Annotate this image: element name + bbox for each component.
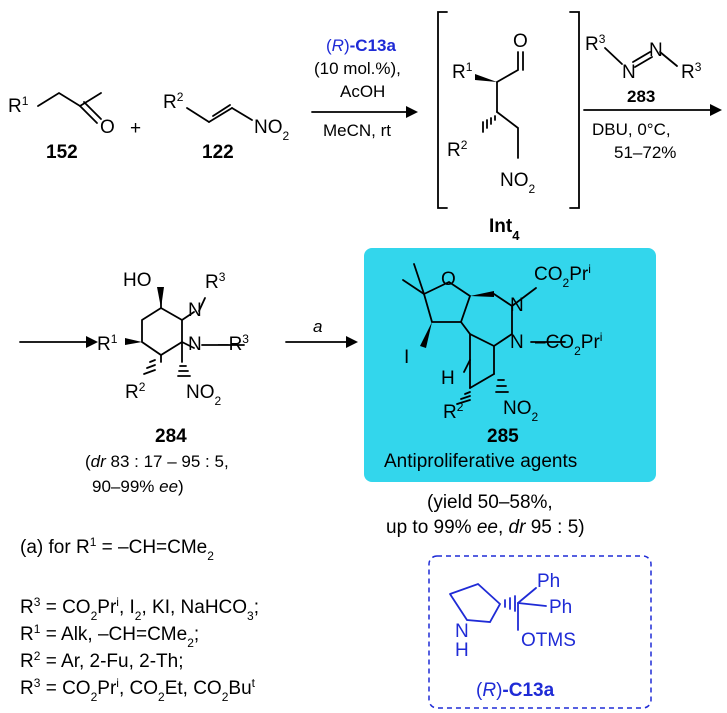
hydroxyl-label: HO xyxy=(123,270,152,291)
compound-id-int4: Int4 xyxy=(489,216,520,243)
nitro-label: NO2 xyxy=(254,117,290,143)
nitro-label: NO2 xyxy=(503,398,539,424)
plus-sign: + xyxy=(130,118,141,139)
r3-right: –R3 xyxy=(218,332,249,355)
compound-id-283: 283 xyxy=(627,87,655,106)
r3-top: R3 xyxy=(205,270,226,293)
yield-285: (yield 50–58%, up to 99% ee, dr 95 : 5) xyxy=(386,492,585,538)
dr-range: (dr 83 : 17 – 95 : 5, xyxy=(85,452,229,471)
co2pr-right: –CO2Pri xyxy=(535,330,602,358)
highlight-box xyxy=(364,248,656,482)
ring-n1: N xyxy=(510,295,524,316)
step-a-label: a xyxy=(313,317,322,336)
additive: AcOH xyxy=(340,82,385,101)
nh-hydrogen: H xyxy=(455,640,469,661)
ring-oxygen: O xyxy=(441,269,456,290)
n-right: N xyxy=(188,334,202,355)
footnote-r2-def: R2 = Ar, 2-Fu, 2-Th; xyxy=(20,649,184,672)
step2-yield: 51–72% xyxy=(614,143,676,162)
otms-group: OTMS xyxy=(521,630,576,651)
footnote-a: (a) for R1 = –CH=CMe2 xyxy=(20,535,214,563)
azo-n2: N xyxy=(649,40,663,61)
intermediate-int4: O R1 R2 NO2 Int4 xyxy=(437,11,580,243)
compound-152: R1 O 152 xyxy=(8,91,115,163)
product-caption: Antiproliferative agents xyxy=(384,451,577,472)
reaction-arrow-a: a xyxy=(285,317,358,348)
n-top: N xyxy=(188,300,202,321)
catalyst-name: (R)-C13a xyxy=(476,680,555,701)
footnote-r1-def: R1 = Alk, –CH=CMe2; xyxy=(20,622,199,650)
nh-nitrogen: N xyxy=(455,621,469,642)
compound-284: HO N R3 N –R3 R1 R2 NO2 284 (dr 83 : 17 … xyxy=(85,270,249,496)
iodine-label: I xyxy=(404,347,409,368)
catalyst-loading: (10 mol.%), xyxy=(314,59,401,78)
aldehyde-oxygen: O xyxy=(513,31,528,52)
co2pr-top: CO2Pri xyxy=(534,262,591,290)
compound-122: R2 NO2 122 xyxy=(163,90,290,163)
yield-line-1: (yield 50–58%, xyxy=(427,492,553,513)
ee-range: 90–99% ee) xyxy=(92,477,184,496)
hashed-bond-no2 xyxy=(177,365,191,377)
hashed-bond-catalyst xyxy=(504,595,516,612)
compound-id-285: 285 xyxy=(487,426,519,447)
hashed-bond-r2 xyxy=(456,391,471,405)
nitro-label: NO2 xyxy=(500,170,536,196)
compound-id-122: 122 xyxy=(202,142,234,163)
r2-label: R2 xyxy=(447,138,468,161)
hashed-bond xyxy=(482,115,496,133)
phenyl-1: Ph xyxy=(537,571,560,592)
oxygen-label: O xyxy=(100,117,115,138)
catalyst-c13a: Ph Ph OTMS N H (R)-C13a xyxy=(428,555,652,709)
azo-r3-right: R3 xyxy=(681,60,702,83)
catalyst-label: (R)-C13a xyxy=(326,36,396,55)
yield-line-2: up to 99% ee, dr 95 : 5) xyxy=(386,517,585,538)
phenyl-2: Ph xyxy=(549,597,572,618)
solvent: MeCN, rt xyxy=(323,121,391,140)
compound-id-284: 284 xyxy=(155,426,187,447)
r2-label: R2 xyxy=(125,380,146,403)
azo-r3-left: R3 xyxy=(585,32,606,55)
r1-label: R1 xyxy=(8,94,29,117)
azo-n1: N xyxy=(622,62,636,83)
nitro-label: NO2 xyxy=(186,382,222,408)
reaction-arrow-1: (R)-C13a (10 mol.%), AcOH MeCN, rt xyxy=(311,36,418,140)
catalyst-dashed-box xyxy=(428,555,652,709)
reaction-arrow-2: R3 N N R3 283 DBU, 0°C, 51–72% xyxy=(583,32,722,162)
footnote-r3-reagents: R3 = CO2Pri, I2, KI, NaHCO3; xyxy=(20,595,259,623)
r2-label: R2 xyxy=(443,400,464,423)
r2-label: R2 xyxy=(163,90,184,113)
step2-conditions: DBU, 0°C, xyxy=(592,120,671,139)
footnote: (a) for R1 = –CH=CMe2 R3 = CO2Pri, I2, K… xyxy=(20,535,259,704)
footnote-r3-def: R3 = CO2Pri, CO2Et, CO2But xyxy=(20,676,256,704)
r1-label: R1 xyxy=(452,60,473,83)
compound-285: O N N CO2Pri –CO2Pri I H R2 NO2 285 Anti… xyxy=(364,248,656,482)
r1-label: R1 xyxy=(97,332,118,355)
continuation-arrow xyxy=(19,336,98,348)
compound-id-152: 152 xyxy=(46,142,78,163)
ring-n2: N xyxy=(510,332,524,353)
hashed-bond-r2 xyxy=(143,359,156,375)
hashed-bond-no2 xyxy=(495,379,509,393)
hydrogen-label: H xyxy=(441,368,455,389)
